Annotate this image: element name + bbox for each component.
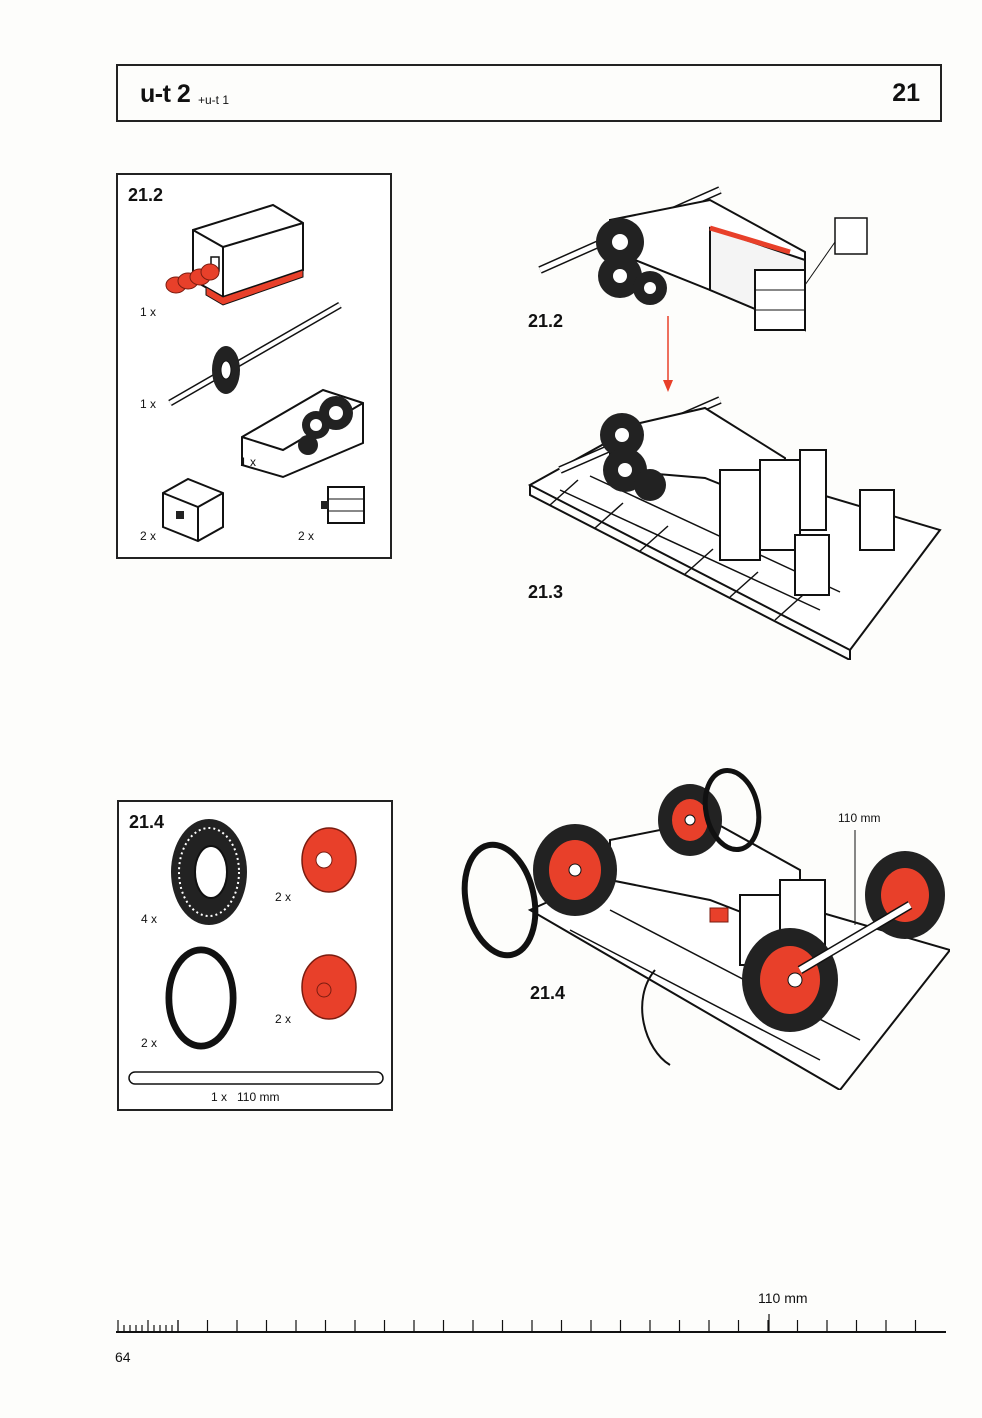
building-block-illustration — [162, 477, 224, 543]
clip-illustration — [321, 486, 365, 524]
step-label-21-3: 21.3 — [528, 582, 564, 602]
page-number: 64 — [115, 1349, 131, 1365]
parts-illustrations — [128, 819, 384, 1085]
assembly-illustration-21-4 — [461, 768, 950, 1090]
parts-box-title: 21.2 — [128, 185, 164, 205]
qty-axle-gear: 1 x — [140, 397, 157, 411]
ruler-scale — [116, 1314, 946, 1333]
axle-length: 110 mm — [237, 1090, 280, 1104]
gearbox-illustration — [241, 388, 364, 479]
base-plate-assembly — [527, 396, 942, 660]
qty-hub-a: 2 x — [275, 890, 292, 904]
dim-label-110mm: 110 mm — [838, 811, 881, 825]
ruler-label: 110 mm — [758, 1290, 808, 1306]
qty-hub-b: 2 x — [275, 1012, 292, 1026]
assembly-illustration-21-2-21-3 — [527, 186, 942, 660]
parts-list-21-4: 21.4 4 x 2 x 2 x 2 x 1 x 110 mm — [117, 800, 393, 1111]
tire-illustration — [171, 819, 247, 925]
wheel-front-left — [533, 824, 617, 916]
rubber-rings — [461, 768, 762, 959]
parts-list-21-2: 21.2 — [116, 173, 392, 559]
motor-assembly — [538, 186, 868, 332]
motor-illustration — [165, 203, 304, 306]
hub-illustration — [301, 827, 357, 1020]
parts-illustrations — [162, 203, 365, 543]
step-number: 21 — [892, 79, 920, 107]
qty-ring: 2 x — [141, 1036, 158, 1050]
qty-gearbox: 1 x — [240, 455, 257, 469]
wheel-front-right — [742, 928, 838, 1032]
axle-gear-illustration — [168, 301, 342, 407]
qty-axle: 1 x — [211, 1090, 228, 1104]
parts-box-title: 21.4 — [129, 812, 165, 832]
axle-rear — [797, 901, 913, 974]
qty-motor: 1 x — [140, 305, 157, 319]
qty-block: 2 x — [140, 529, 157, 543]
series-subtitle: +u-t 1 — [198, 93, 230, 107]
page-header: u-t 2 +u-t 1 21 — [116, 64, 942, 122]
step-label-21-2: 21.2 — [528, 311, 564, 331]
cable — [641, 969, 671, 1066]
step-label-21-4: 21.4 — [530, 983, 566, 1003]
wheel-rear-left — [658, 784, 722, 856]
qty-tire: 4 x — [141, 912, 158, 926]
series-title: u-t 2 — [140, 80, 191, 108]
qty-clip: 2 x — [298, 529, 315, 543]
rubber-ring-illustration — [165, 946, 237, 1050]
down-arrow — [663, 316, 673, 392]
axle-illustration — [128, 1071, 384, 1085]
